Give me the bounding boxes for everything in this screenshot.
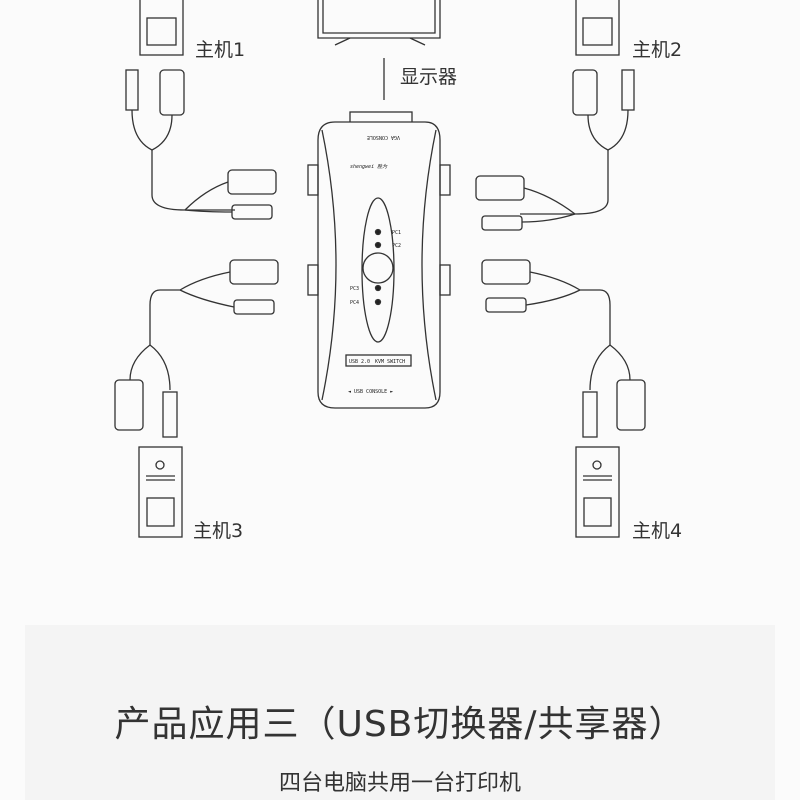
cable-host4 [481, 259, 646, 438]
host1-label: 主机1 [195, 39, 246, 61]
section-panel [25, 625, 775, 800]
host4-tower-icon [575, 446, 620, 538]
usb-version-label: USB 2.0 [349, 359, 370, 365]
vga-console-label: VGA CONSOLE [367, 134, 400, 140]
monitor-icon [317, 0, 441, 100]
host4-label: 主机4 [632, 520, 683, 542]
kvm-switch-device [307, 111, 451, 409]
usb-console-label: ◄ USB CONSOLE ► [348, 389, 393, 395]
host2-label: 主机2 [632, 39, 683, 61]
pc4-label: PC4 [350, 300, 359, 306]
brand-label: shengwei 胜为 [350, 163, 388, 170]
pc2-label: PC2 [392, 243, 401, 249]
host2-tower-icon [575, 0, 620, 56]
host3-tower-icon [138, 446, 183, 538]
host1-tower-icon [139, 0, 184, 56]
host3-label: 主机3 [193, 520, 244, 542]
cable-host3 [114, 259, 279, 438]
section-title: 产品应用三（USB切换器/共享器） [114, 704, 686, 745]
cable-host1 [125, 69, 277, 220]
section-subtitle: 四台电脑共用一台打印机 [278, 771, 521, 796]
cable-host2 [475, 69, 635, 231]
pc3-label: PC3 [350, 286, 359, 292]
kvm-switch-label: KVM SWITCH [375, 359, 405, 365]
pc1-label: PC1 [392, 230, 401, 236]
kvm-connection-diagram: VGA CONSOLE shengwei 胜为 PC1 PC2 PC3 PC4 … [114, 0, 646, 538]
monitor-label: 显示器 [400, 66, 458, 88]
